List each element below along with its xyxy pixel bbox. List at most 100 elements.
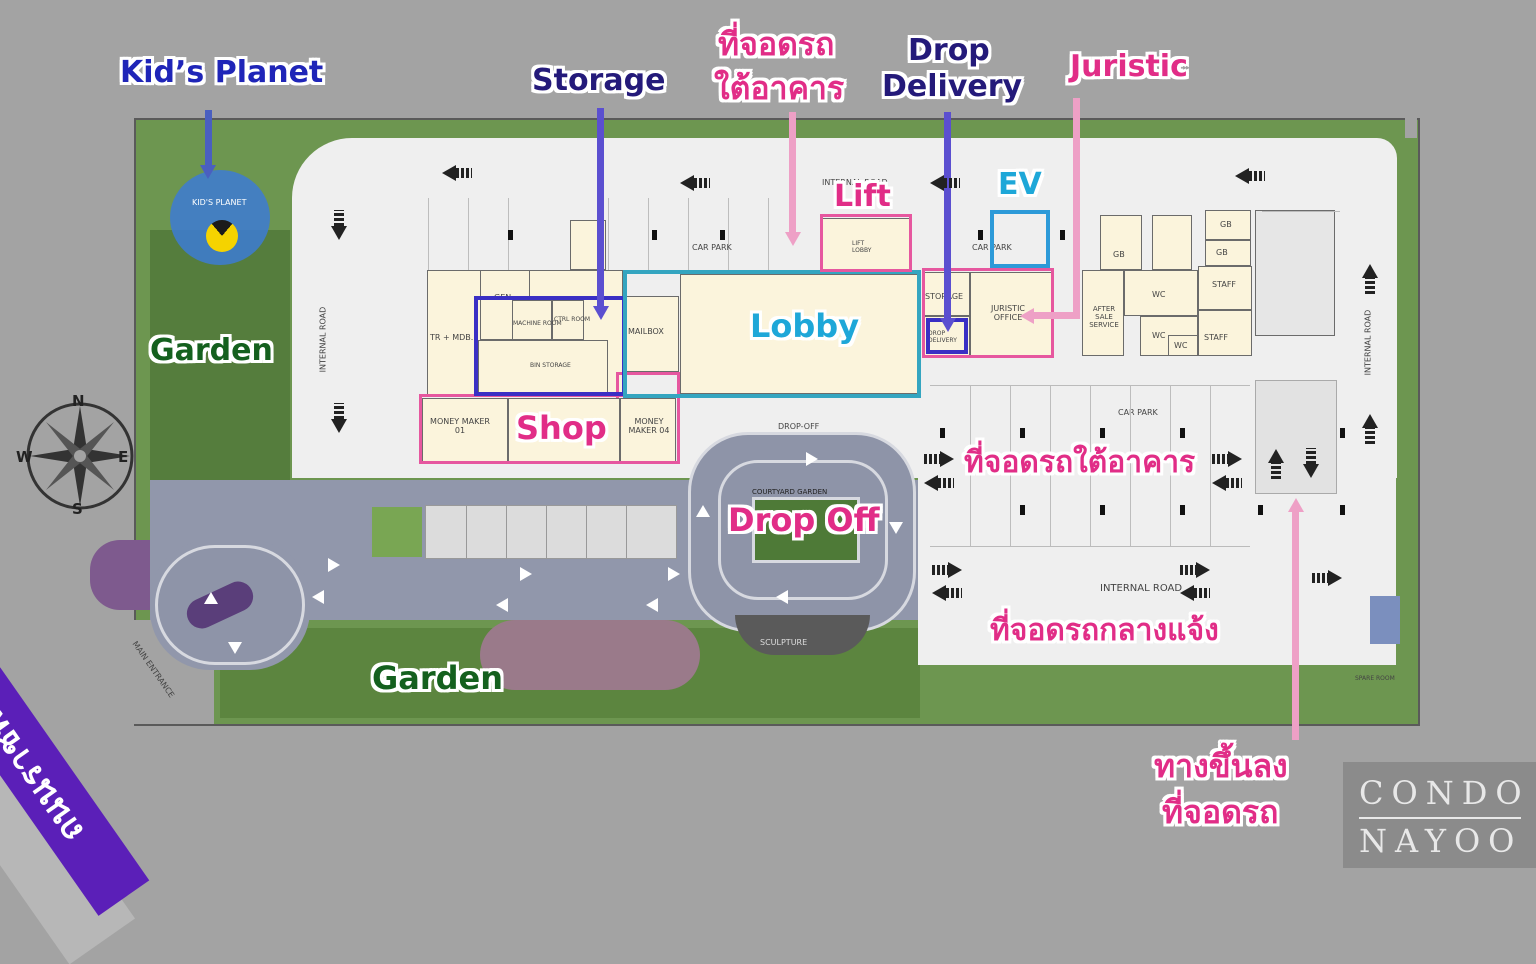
plan-text-gb-2: GB	[1220, 220, 1232, 229]
pointer-kids-planet-head	[200, 165, 216, 179]
room-machine	[512, 300, 552, 340]
label-parking-under-top-1: ที่จอดรถ	[718, 25, 835, 63]
highlight-lobby	[623, 270, 921, 398]
label-garden-left: Garden	[150, 333, 273, 368]
plan-text-wc-3: WC	[1174, 341, 1188, 350]
courtyard-garden	[752, 497, 860, 563]
pointer-juristic-head	[1020, 308, 1034, 324]
sculpture	[735, 615, 870, 655]
plan-text-money-maker-04: MONEY MAKER 04	[628, 417, 670, 435]
room-wc-3	[1168, 335, 1198, 356]
label-parking-outdoor: ที่จอดรถกลางแจ้ง	[990, 613, 1219, 648]
ramp-block	[1255, 210, 1335, 336]
highlight-lift	[820, 214, 912, 272]
room-lift-lobby	[822, 218, 910, 270]
compass-s: S	[72, 500, 83, 518]
kids-planet-pacman	[206, 220, 238, 252]
room-wc-1	[1124, 270, 1198, 316]
parking-top-right	[1262, 195, 1340, 212]
plan-text-internal-road-bottom: INTERNAL ROAD	[1100, 583, 1183, 594]
label-drop-delivery-1: Drop	[908, 33, 990, 68]
plan-text-courtyard: COURTYARD GARDEN	[752, 488, 828, 496]
garden-small-square	[372, 507, 422, 557]
plan-text-internal-road-left: INTERNAL ROAD	[318, 306, 328, 373]
label-garden-bottom: Garden	[372, 659, 504, 697]
label-parking-under-right: ที่จอดรถใต้อาคาร	[964, 445, 1196, 480]
label-kids-planet: Kid’s Planet	[120, 55, 324, 90]
plan-text-drop-delivery: DROP DELIVERY	[928, 330, 957, 344]
plan-text-staff-1: STAFF	[1212, 280, 1237, 289]
highlight-ev	[990, 210, 1050, 268]
stair-right	[1152, 215, 1192, 270]
ramp	[1255, 380, 1337, 494]
pointer-juristic	[1073, 98, 1080, 318]
room-staff-2	[1198, 310, 1252, 356]
plan-text-drop-off: DROP-OFF	[778, 422, 820, 431]
plan-text-wc-2: WC	[1152, 331, 1166, 340]
watermark-line-1: CONDO	[1359, 774, 1530, 812]
pointer-kids-planet	[205, 110, 212, 170]
watermark: CONDO NAYOO	[1343, 762, 1536, 868]
site-plan: KID'S PLANET INTERNAL ROAD INTERNAL ROAD…	[0, 98, 1420, 964]
plan-text-machine: MACHINE ROOM	[513, 320, 562, 327]
room-shop-middle	[508, 398, 620, 462]
compass: N E S W	[16, 394, 138, 518]
plan-text-car-park-3: CAR PARK	[1118, 408, 1158, 417]
pointer-juristic-h	[1030, 312, 1080, 319]
pointer-drop-delivery	[944, 112, 951, 320]
room-gb-1	[1100, 215, 1142, 270]
label-drop-delivery-2: Delivery	[882, 69, 1023, 104]
watermark-divider	[1359, 817, 1521, 819]
pointer-drop-delivery-head	[940, 318, 956, 332]
parking-row-lower	[425, 505, 677, 559]
room-gb-3	[1205, 240, 1251, 266]
label-shop: Shop	[516, 409, 607, 447]
compass-w: W	[16, 448, 33, 466]
label-ramp-1: ทางขึ้นลง	[1154, 747, 1288, 785]
plan-text-wc-1: WC	[1152, 290, 1166, 299]
compass-n: N	[72, 392, 85, 410]
site-notch	[1405, 118, 1417, 138]
parking-right	[930, 385, 1250, 547]
plan-text-internal-road-top: INTERNAL ROAD	[822, 178, 888, 187]
room-after-sale	[1082, 270, 1124, 356]
pointer-storage-head	[593, 306, 609, 320]
label-juristic: Juristic	[1070, 49, 1188, 84]
pointer-ramp-head	[1288, 498, 1304, 512]
room-ctrl	[552, 300, 584, 340]
garden-patch-left	[150, 230, 290, 480]
plan-text-sculpture: SCULPTURE	[760, 638, 808, 647]
label-storage: Storage	[532, 63, 666, 98]
pointer-parking-top-head	[785, 232, 801, 246]
compass-e: E	[118, 448, 129, 466]
plan-text-internal-road-right: INTERNAL ROAD	[1363, 309, 1373, 376]
room-staff-1	[1198, 266, 1252, 310]
plan-text-gb-1: GB	[1113, 250, 1125, 259]
label-parking-under-top-2: ใต้อาคาร	[714, 69, 845, 107]
label-ramp-2: ที่จอดรถ	[1162, 793, 1279, 831]
pointer-parking-top	[789, 112, 796, 237]
room-lobby	[680, 274, 920, 394]
pointer-ramp	[1292, 510, 1299, 740]
plan-text-ctrl: CTRL ROOM	[554, 316, 591, 323]
compass-rose-icon	[26, 402, 134, 510]
plan-text-mailbox: MAILBOX	[628, 327, 664, 336]
plan-text-staff-2: STAFF	[1204, 333, 1229, 342]
plan-text-lift-lobby: LIFT LOBBY	[852, 240, 872, 254]
label-lift: Lift	[834, 179, 891, 214]
plan-text-car-park-1: CAR PARK	[692, 243, 732, 252]
dropoff-loop-inner	[718, 460, 888, 600]
plan-text-gb-3: GB	[1216, 248, 1228, 257]
plan-text-tr-mdb: TR + MDB.	[430, 333, 474, 342]
plan-text-money-maker-01: MONEY MAKER 01	[430, 417, 490, 435]
plan-text-juristic-office: JURISTIC OFFICE	[990, 304, 1026, 322]
watermark-line-2: NAYOO	[1359, 822, 1523, 860]
highlight-shop-ext	[616, 372, 680, 398]
label-lobby: Lobby	[750, 307, 860, 345]
room-money-maker-01	[422, 398, 508, 462]
label-ev: EV	[998, 167, 1042, 202]
room-bin-storage	[478, 340, 608, 396]
plan-text-spare: SPARE ROOM	[1355, 675, 1395, 682]
plan-text-kids-planet: KID'S PLANET	[192, 198, 247, 207]
plan-text-after-sale: AFTER SALE SERVICE	[1089, 305, 1119, 329]
